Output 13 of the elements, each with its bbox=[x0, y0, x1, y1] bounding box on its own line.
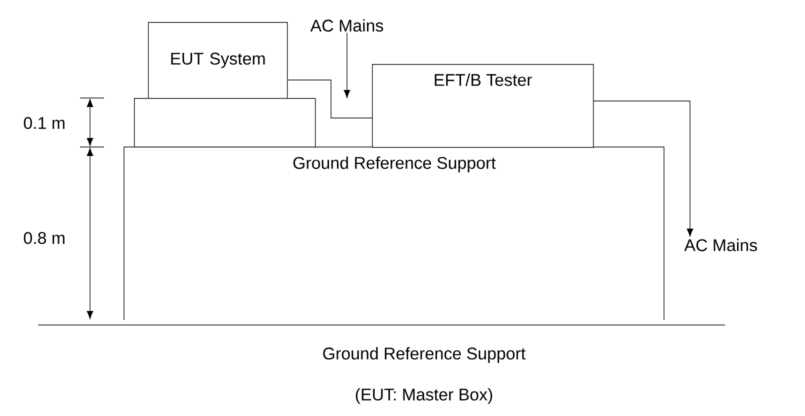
arrow bbox=[593, 100, 694, 237]
tester-box: EFT/B Tester bbox=[372, 64, 594, 148]
platform-box bbox=[134, 98, 316, 148]
caption: (EUT: Master Box) bbox=[356, 388, 492, 404]
floor-label: Ground Reference Support bbox=[323, 347, 526, 363]
dimension-label: 0.8 m bbox=[24, 232, 64, 244]
cable-line bbox=[287, 80, 372, 118]
arrow bbox=[344, 32, 350, 98]
text-label: AC Mains bbox=[684, 238, 757, 252]
dimension-label: 0.1 m bbox=[24, 117, 64, 129]
text-label: AC Mains bbox=[310, 19, 384, 32]
node-label: Ground Reference Support bbox=[293, 156, 496, 172]
equipment-box: EUT System bbox=[148, 22, 288, 99]
